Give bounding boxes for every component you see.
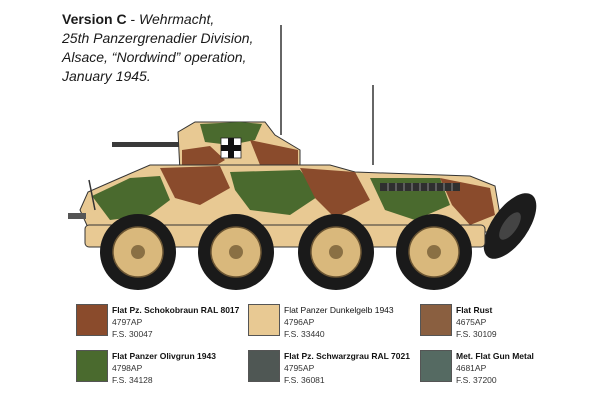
balkenkreuz-icon xyxy=(220,137,242,159)
hull-camo-brown-1 xyxy=(160,166,230,205)
armored-car-illustration xyxy=(68,25,537,290)
color-name: Flat Panzer Dunkelgelb 1943 xyxy=(284,305,394,315)
color-fs: F.S. 36081 xyxy=(284,375,325,385)
color-code: 4798AP xyxy=(112,363,143,373)
color-swatch xyxy=(76,350,108,382)
caption-text-4: January 1945. xyxy=(62,68,151,84)
front-aerial xyxy=(88,179,96,211)
color-code: 4795AP xyxy=(284,363,315,373)
color-name: Met. Flat Gun Metal xyxy=(456,351,534,361)
color-name: Flat Panzer Olivgrun 1943 xyxy=(112,351,216,361)
main-gun xyxy=(112,142,192,147)
color-fs: F.S. 37200 xyxy=(456,375,497,385)
color-name: Flat Rust xyxy=(456,305,493,315)
color-chip-0: Flat Pz. Schokobraun RAL 8017 4797AP F.S… xyxy=(76,304,256,344)
wheel-3 xyxy=(298,214,374,290)
color-code: 4797AP xyxy=(112,317,143,327)
front-bumper xyxy=(68,213,86,219)
hull-camo-green-2 xyxy=(230,170,320,215)
wheel-1 xyxy=(100,214,176,290)
caption-text-3: Alsace, “Nordwind” operation, xyxy=(62,49,247,65)
color-fs: F.S. 34128 xyxy=(112,375,153,385)
color-chip-3: Flat Panzer Olivgrun 1943 4798AP F.S. 34… xyxy=(76,350,256,390)
hull-camo-green-1 xyxy=(92,176,170,220)
engine-grille xyxy=(380,183,460,191)
caption-text-1: Wehrmacht, xyxy=(139,11,215,27)
color-name: Flat Pz. Schwarzgrau RAL 7021 xyxy=(284,351,410,361)
color-code: 4796AP xyxy=(284,317,315,327)
color-fs: F.S. 30109 xyxy=(456,329,497,339)
color-code: 4681AP xyxy=(456,363,487,373)
color-swatch xyxy=(248,350,280,382)
turret-camo-green xyxy=(200,122,262,145)
lower-hull xyxy=(84,224,486,248)
color-swatch xyxy=(248,304,280,336)
caption-line-1: Version C - Wehrmacht, xyxy=(62,11,215,27)
color-fs: F.S. 30047 xyxy=(112,329,153,339)
spare-wheel-hub xyxy=(499,212,521,240)
wheel-2 xyxy=(198,214,274,290)
turret-camo-brown-2 xyxy=(250,140,298,172)
caption-text-2: 25th Panzergrenadier Division, xyxy=(62,30,254,46)
color-name: Flat Pz. Schokobraun RAL 8017 xyxy=(112,305,240,315)
hull-camo-brown-2 xyxy=(300,168,370,218)
color-chip-4: Flat Pz. Schwarzgrau RAL 7021 4795AP F.S… xyxy=(248,350,428,390)
color-chip-5: Met. Flat Gun Metal 4681AP F.S. 37200 xyxy=(420,350,600,390)
color-swatch xyxy=(76,304,108,336)
color-swatch xyxy=(420,350,452,382)
color-fs: F.S. 33440 xyxy=(284,329,325,339)
color-chip-1: Flat Panzer Dunkelgelb 1943 4796AP F.S. … xyxy=(248,304,428,344)
color-swatch xyxy=(420,304,452,336)
version-caption: Version C - Wehrmacht, 25th Panzergrenad… xyxy=(62,10,322,86)
color-code: 4675AP xyxy=(456,317,487,327)
version-label: Version C xyxy=(62,11,127,27)
color-chip-2: Flat Rust 4675AP F.S. 30109 xyxy=(420,304,600,344)
wheel-4 xyxy=(396,214,472,290)
